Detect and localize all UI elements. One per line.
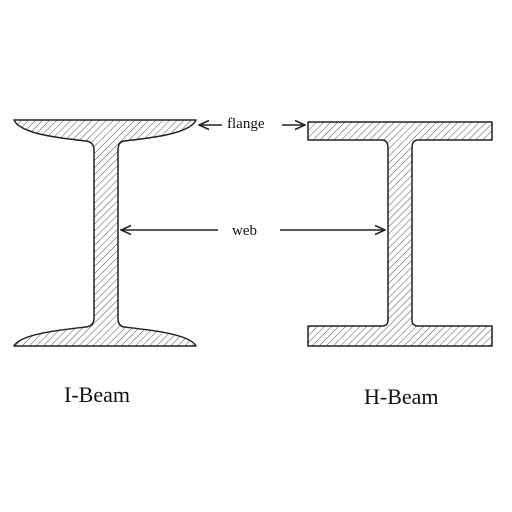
flange-label: flange: [227, 116, 265, 132]
h-beam-shape: [307, 121, 493, 347]
i-beam-section: [13, 119, 197, 347]
web-label: web: [232, 223, 257, 239]
i-beam-shape: [13, 119, 197, 347]
h-beam-title: H-Beam: [364, 384, 439, 409]
h-beam-section: [307, 121, 493, 347]
i-beam-title: I-Beam: [64, 382, 130, 407]
